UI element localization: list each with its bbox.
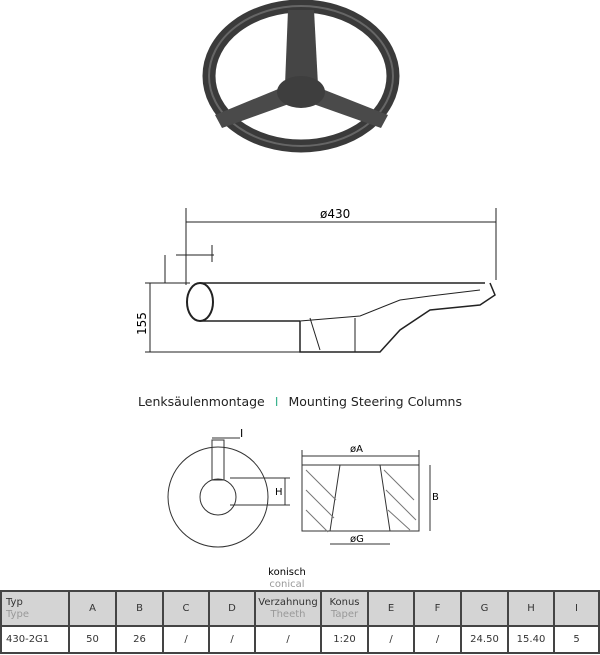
header-g: G [460, 590, 509, 627]
steering-wheel-image [202, 0, 400, 153]
section-view [301, 450, 431, 545]
header-h: H [507, 590, 555, 627]
technical-drawing: ø430 155 I H øA øG B [135, 0, 497, 548]
caption-separator: I [274, 394, 279, 409]
header-e: E [367, 590, 415, 627]
side-view [145, 208, 497, 353]
conical-de: konisch [268, 567, 306, 578]
conical-en: conical [269, 579, 305, 590]
header-c: C [162, 590, 210, 627]
header-f: F [413, 590, 462, 627]
cell: 1:20 [320, 625, 369, 654]
cell: 50 [68, 625, 117, 654]
header-a: A [68, 590, 117, 627]
front-view [167, 437, 290, 548]
dim-B: B [432, 492, 439, 503]
header-i: I [553, 590, 600, 627]
caption-en: Mounting Steering Columns [288, 394, 462, 409]
cell: 430-2G1 [0, 625, 70, 654]
cell: 5 [553, 625, 600, 654]
cell: / [208, 625, 256, 654]
header-b: B [115, 590, 164, 627]
dim-I: I [240, 427, 243, 440]
cell: 15.40 [507, 625, 555, 654]
cell: / [254, 625, 322, 654]
caption-de: Lenksäulenmontage [138, 394, 265, 409]
dimension-diameter: ø430 [320, 207, 350, 221]
dim-H: H [275, 487, 283, 498]
cell: / [162, 625, 210, 654]
dim-A: øA [350, 444, 363, 455]
cell: / [367, 625, 415, 654]
dim-G: øG [350, 534, 364, 545]
caption: Lenksäulenmontage I Mounting Steering Colu… [0, 394, 600, 409]
dimension-height: 155 [135, 312, 149, 335]
cell: / [413, 625, 462, 654]
header-d: D [208, 590, 256, 627]
table-row: 430-2G1 50 26 / / / 1:20 / / 24.50 15.40… [0, 625, 600, 654]
cell: 24.50 [460, 625, 509, 654]
cell: 26 [115, 625, 164, 654]
